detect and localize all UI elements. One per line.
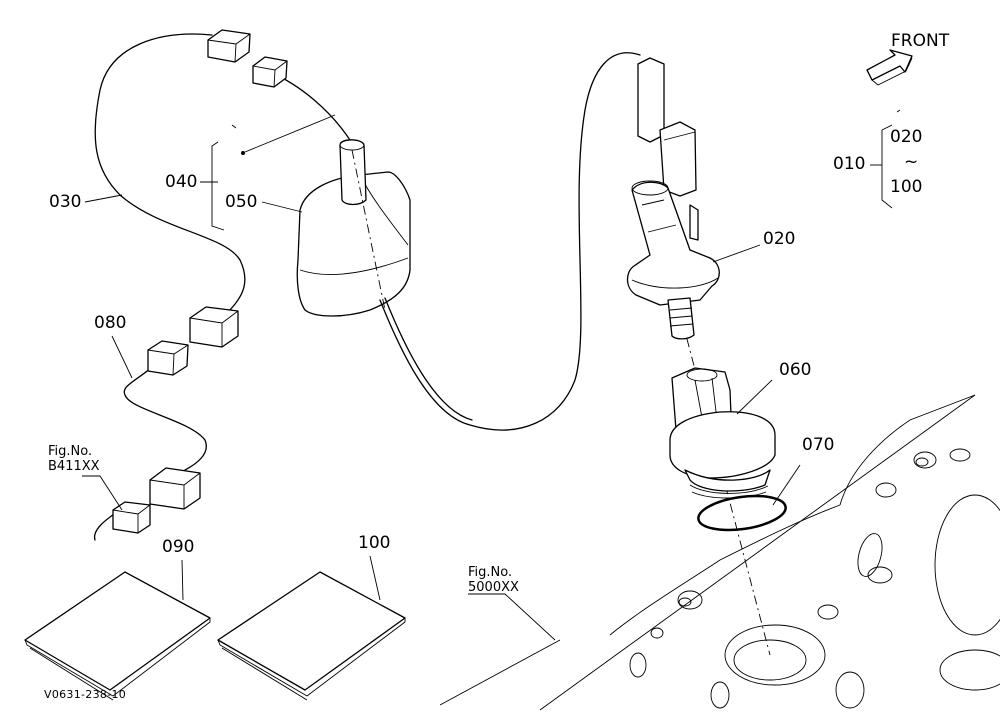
wire-harness-080 — [123, 359, 207, 471]
sensor-connector — [637, 57, 697, 197]
part-label-050: 050 — [225, 192, 258, 212]
connector-block-080-lower — [149, 467, 201, 510]
connector-block-b411 — [112, 501, 151, 534]
fig-ref-b411-line2: B411XX — [48, 459, 100, 474]
connector-block-080-middle — [147, 340, 189, 376]
cylinder-head-outline — [439, 394, 1000, 711]
range-tilde: ~ — [904, 152, 919, 172]
range-start-label: 020 — [890, 127, 923, 147]
label-sheet-090 — [24, 571, 211, 701]
fig-ref-b411-line1: Fig.No. — [48, 444, 93, 459]
connector-block-top-right — [252, 56, 288, 88]
part-label-030: 030 — [49, 192, 82, 212]
fig-ref-5000-line2: 5000XX — [468, 580, 519, 595]
wire-harness-second-strand — [384, 297, 473, 421]
adapter-fitting-060 — [669, 367, 776, 499]
connector-block-top-left — [207, 29, 251, 63]
fig-ref-5000: Fig.No. 5000XX — [468, 565, 519, 595]
front-indicator-label: FRONT — [891, 31, 950, 51]
connector-block-080-upper — [189, 306, 239, 348]
drawing-code: V0631-238-10 — [44, 688, 127, 701]
part-label-070: 070 — [802, 435, 835, 455]
sensor-boot-050 — [296, 139, 411, 317]
part-label-080: 080 — [94, 313, 127, 333]
fig-ref-b411: Fig.No. B411XX — [48, 444, 100, 474]
wire-short-segment — [269, 71, 351, 141]
leader-lines — [82, 109, 901, 641]
part-label-100: 100 — [358, 533, 391, 553]
part-label-020: 020 — [763, 229, 796, 249]
fig-ref-5000-line1: Fig.No. — [468, 565, 513, 580]
part-label-090: 090 — [162, 537, 195, 557]
label-sheet-100 — [217, 571, 406, 701]
part-label-060: 060 — [779, 360, 812, 380]
wire-harness-030 — [94, 33, 246, 316]
wire-harness-to-sensor — [379, 52, 641, 431]
o-ring-070 — [697, 494, 787, 532]
pressure-sensor-020 — [626, 180, 720, 340]
front-arrow-icon — [866, 49, 913, 86]
part-label-040: 040 — [165, 172, 198, 192]
part-label-010: 010 — [833, 154, 866, 174]
range-end-label: 100 — [890, 177, 923, 197]
